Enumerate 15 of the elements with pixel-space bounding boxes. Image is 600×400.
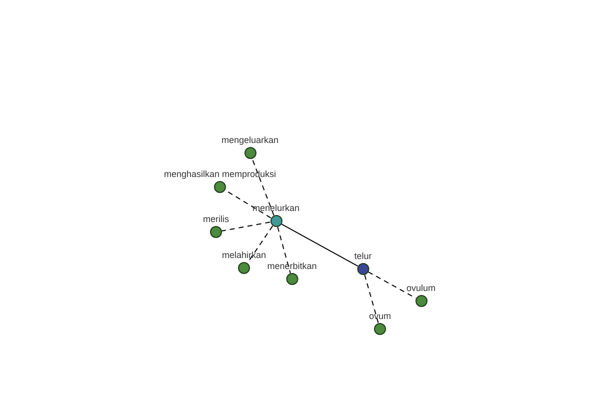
dashed-line (364, 274, 379, 324)
dashed-line (221, 222, 271, 232)
node-label: menghasilkan memproduksi (164, 169, 276, 179)
node-label: menelurkan (252, 203, 300, 213)
node-label: ovulum (406, 283, 436, 293)
dashed-line (252, 158, 274, 216)
dashed-line (368, 271, 416, 299)
node-label: melahirkan (222, 250, 266, 260)
node-label: mengeluarkan (221, 135, 279, 145)
node-label: merilis (203, 214, 229, 224)
dashed-line (277, 226, 291, 274)
node-label: ovum (369, 311, 391, 321)
node-label: telur (354, 251, 372, 261)
connector-line (280, 223, 358, 267)
node-label: menerbitkan (267, 261, 317, 271)
